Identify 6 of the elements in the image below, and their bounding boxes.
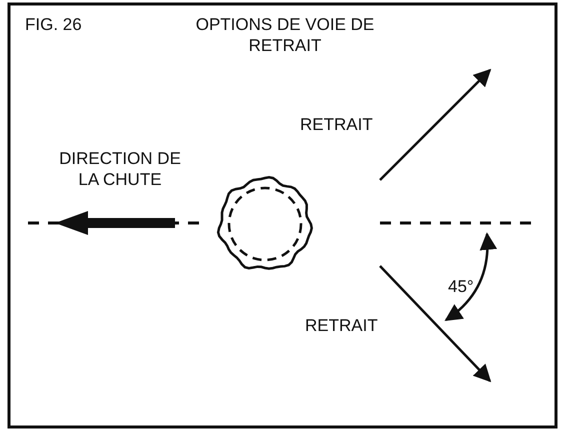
retreat-label: RETRAIT — [300, 114, 373, 135]
fall-direction-label: DIRECTION DE LA CHUTE — [58, 148, 182, 190]
angle-label: 45° — [448, 276, 474, 297]
retreat-label: RETRAIT — [305, 315, 378, 336]
title: OPTIONS DE VOIE DE RETRAIT — [194, 14, 376, 56]
figure-number: FIG. 26 — [25, 14, 82, 35]
